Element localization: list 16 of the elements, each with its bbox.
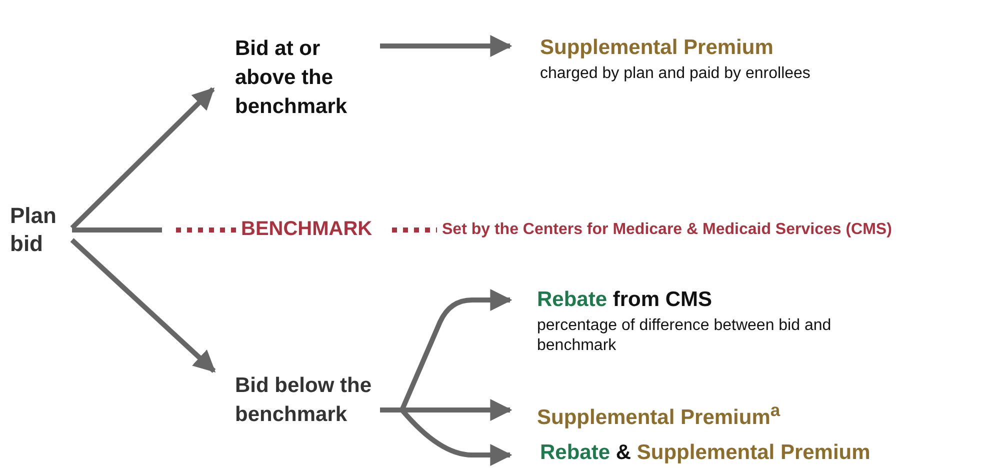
node-label: Bid below the benchmark — [235, 371, 375, 429]
result-title: Supplemental Premium — [540, 35, 774, 61]
description-text: charged by plan and paid by enrollees — [540, 64, 812, 84]
node-label: Bid at or above the benchmark — [235, 34, 375, 121]
result-title: Supplemental Premium$^{a}$ — [537, 397, 780, 431]
dotted-line — [392, 228, 437, 232]
connector-line — [72, 228, 236, 232]
result-title: Rebate from CMS — [537, 287, 714, 313]
benchmark-label: BENCHMARK — [241, 216, 372, 242]
note-text: Set by the Centers for Medicare & Medicaid Services (CMS) — [442, 219, 892, 241]
result-title: Rebate & Supplemental Premium — [540, 440, 870, 466]
arrow — [380, 35, 512, 57]
arrow — [70, 87, 215, 230]
description-text: percentage of difference between bid and benchmark — [537, 316, 832, 356]
arrow — [70, 238, 216, 373]
node-label: Plan bid — [10, 202, 70, 258]
